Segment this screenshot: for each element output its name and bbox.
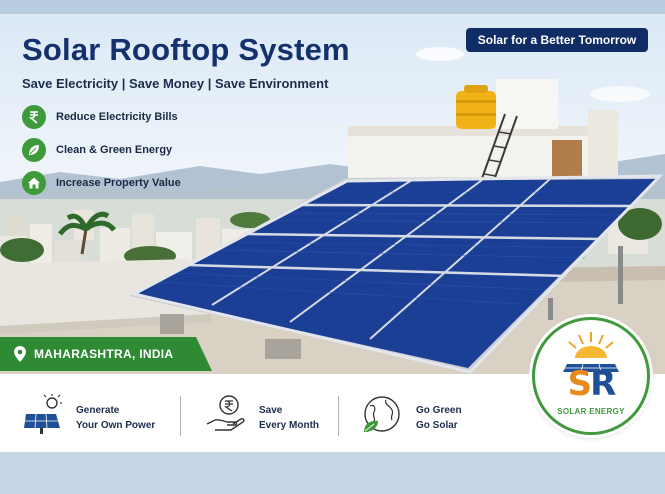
sr-solar-energy-logo: SR SOLAR ENERGY (532, 317, 650, 435)
feature-item: Go Green Go Solar (360, 394, 462, 441)
divider (180, 396, 181, 436)
benefit-item: Clean & Green Energy (22, 137, 181, 163)
feature-line1: Go Green (416, 404, 462, 416)
benefit-label: Reduce Electricity Bills (56, 111, 178, 123)
feature-item: Generate Your Own Power (22, 394, 155, 441)
map-pin-icon (14, 346, 26, 362)
logo-letter-s: S (567, 364, 592, 404)
feature-line1: Save (259, 404, 283, 416)
feature-item: Save Every Month (205, 394, 319, 441)
benefit-label: Clean & Green Energy (56, 144, 173, 156)
benefit-item: Increase Property Value (22, 170, 181, 196)
feature-text: Go Green Go Solar (416, 403, 462, 433)
feature-text: Generate Your Own Power (76, 403, 155, 433)
location-banner: MAHARASHTRA, INDIA (0, 337, 212, 371)
sunrise-icon (563, 332, 619, 373)
logo-text: SOLAR ENERGY (557, 407, 625, 416)
benefit-label: Increase Property Value (56, 177, 181, 189)
feature-line2: Go Solar (416, 419, 458, 431)
logo-letter-r: R (590, 364, 616, 404)
leaf-icon (22, 138, 46, 162)
rupee-hand-icon (205, 394, 249, 441)
globe-leaf-icon (360, 394, 406, 441)
feature-line1: Generate (76, 404, 120, 416)
bottom-band (0, 452, 665, 494)
divider (338, 396, 339, 436)
solar-panel-sun-icon (22, 394, 66, 441)
benefit-item: Reduce Electricity Bills (22, 104, 181, 130)
location-label: MAHARASHTRA, INDIA (34, 347, 174, 361)
page-title: Solar Rooftop System (22, 32, 350, 67)
feature-line2: Every Month (259, 419, 320, 431)
subtitle: Save Electricity | Save Money | Save Env… (22, 76, 329, 91)
feature-text: Save Every Month (259, 403, 319, 433)
tagline-badge: Solar for a Better Tomorrow (466, 28, 648, 52)
feature-line2: Your Own Power (76, 419, 156, 431)
top-band (0, 0, 665, 14)
solar-rooftop-poster: Solar Rooftop System Save Electricity | … (0, 14, 665, 452)
rupee-icon (22, 105, 46, 129)
benefits-list: Reduce Electricity Bills Clean & Green E… (22, 104, 181, 203)
logo-letters: SR (535, 364, 647, 404)
solar-panel-array (129, 174, 664, 374)
house-icon (22, 171, 46, 195)
